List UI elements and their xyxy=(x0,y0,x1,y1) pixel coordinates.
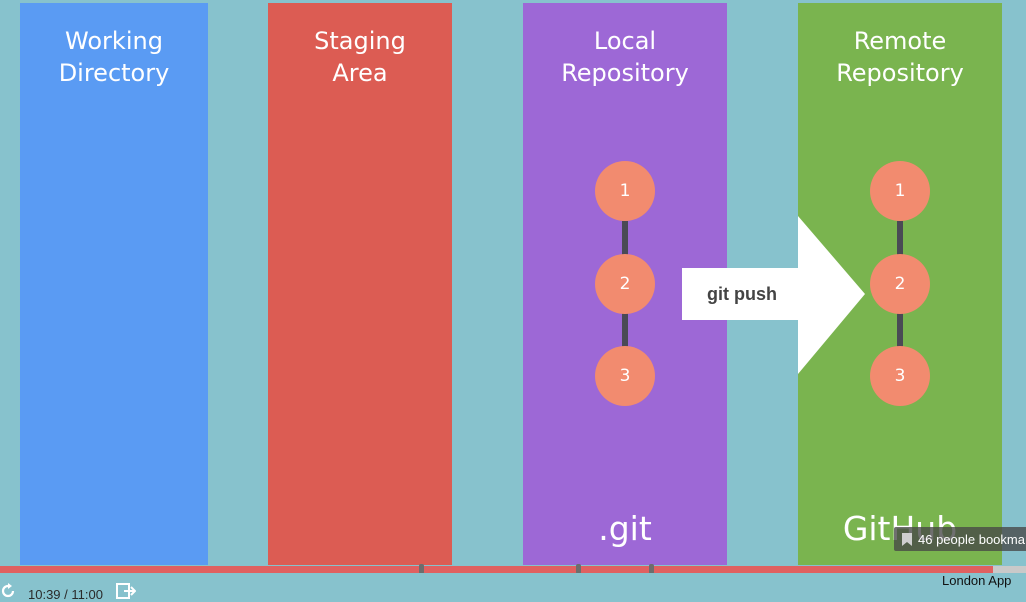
bookmark-count-text: 46 people bookma xyxy=(918,531,1025,547)
column-title: Staging Area xyxy=(268,25,452,89)
commit-node: 1 xyxy=(595,161,655,221)
commit-node: 2 xyxy=(870,254,930,314)
bookmark-toast[interactable]: 46 people bookma xyxy=(894,527,1026,551)
chapter-marker[interactable] xyxy=(418,564,424,574)
title-line-1: Local xyxy=(593,27,657,55)
time-display: 10:39 / 11:00 xyxy=(28,587,103,602)
title-line-2: Repository xyxy=(836,59,964,87)
title-line-1: Staging xyxy=(314,27,406,55)
git-push-label: git push xyxy=(707,283,777,304)
commit-link xyxy=(622,313,628,349)
commit-node: 1 xyxy=(870,161,930,221)
commit-link xyxy=(897,221,903,257)
column-staging-area: Staging Area xyxy=(268,3,452,565)
column-title: Working Directory xyxy=(20,25,208,89)
commit-node: 2 xyxy=(595,254,655,314)
chapter-marker[interactable] xyxy=(575,564,581,574)
brand-text: London App xyxy=(942,573,1012,588)
git-push-arrow: git push xyxy=(680,216,865,374)
commit-node: 3 xyxy=(870,346,930,406)
git-folder-label: .git xyxy=(598,509,652,548)
bookmark-icon xyxy=(902,532,912,546)
exit-fullscreen-icon[interactable] xyxy=(116,583,136,599)
video-progress-bar[interactable] xyxy=(0,564,1026,574)
title-line-2: Directory xyxy=(58,59,170,87)
column-working-directory: Working Directory xyxy=(20,3,208,565)
commit-link xyxy=(897,313,903,349)
progress-fill xyxy=(0,566,994,573)
column-title: Remote Repository xyxy=(798,25,1002,89)
commit-node: 3 xyxy=(595,346,655,406)
commit-link xyxy=(622,221,628,257)
column-title: Local Repository xyxy=(523,25,727,89)
title-line-2: Area xyxy=(332,59,388,87)
title-line-1: Working xyxy=(65,27,163,55)
replay-icon[interactable] xyxy=(0,583,16,599)
arrow-shape xyxy=(682,216,865,374)
chapter-marker[interactable] xyxy=(649,564,655,574)
title-line-2: Repository xyxy=(561,59,689,87)
player-controls: 10:39 / 11:00 London App xyxy=(0,573,1026,602)
title-line-1: Remote xyxy=(853,27,947,55)
